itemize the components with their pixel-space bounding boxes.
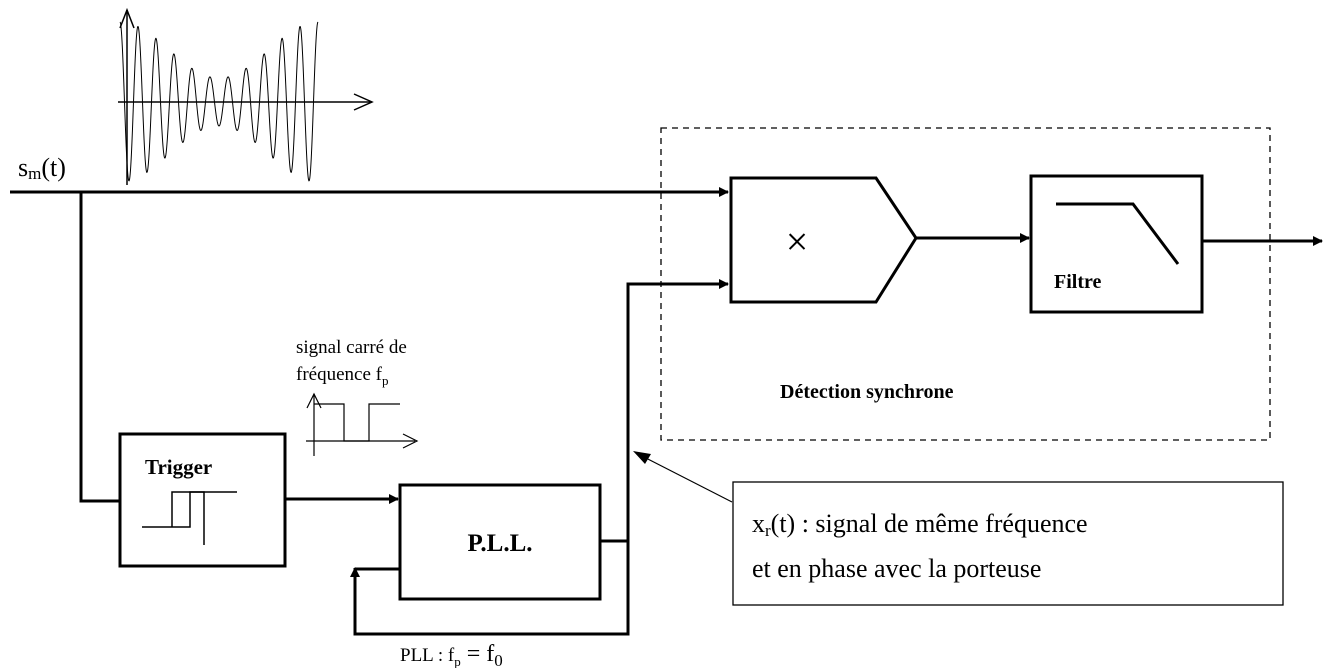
reference-note-box: [732, 481, 1284, 606]
square-wave: [314, 403, 400, 442]
filter-label: Filtre: [1054, 271, 1102, 293]
filter-box: [1029, 174, 1204, 314]
pll-feedback-loop: [350, 541, 630, 636]
square-signal-label-line2: fréquence fp: [296, 364, 388, 388]
sync-detection-region: [660, 127, 1271, 441]
am-waveform-plot: [118, 7, 374, 185]
filter-block: Filtre: [1029, 174, 1204, 314]
reference-note-line2: et en phase avec la porteuse: [752, 554, 1041, 583]
multiplier-symbol: ×: [786, 219, 809, 264]
input-signal-label: sm(t): [18, 153, 66, 183]
multiplier-shape: [729, 176, 918, 304]
trigger-branch-wire: [79, 192, 120, 503]
pll-block: P.L.L.: [398, 483, 602, 601]
trigger-box: [118, 432, 287, 568]
lowpass-filter-icon: [1056, 202, 1180, 265]
square-signal-label-line1: signal carré de: [296, 337, 407, 358]
reference-annotation-pointer: [639, 454, 733, 503]
hysteresis-icon: [142, 491, 237, 528]
square-x-axis-arrowhead: [402, 433, 419, 449]
trigger-block: Trigger: [118, 432, 287, 568]
square-wave-plot: [306, 392, 419, 456]
waveform-y-axis-arrowhead: [119, 7, 135, 29]
reference-note-line1: xr(t) : signal de même fréquence: [752, 509, 1088, 540]
trigger-label: Trigger: [145, 455, 212, 479]
multiplier-block: ×: [729, 176, 918, 304]
pll-output-wire: [600, 279, 729, 543]
am-modulated-waveform: [119, 21, 319, 182]
square-y-axis-arrowhead: [306, 392, 322, 409]
reference-annotation-arrowhead: [633, 451, 651, 464]
sync-detection-label: Détection synchrone: [780, 381, 954, 403]
hysteresis-icon-right: [171, 491, 205, 545]
waveform-x-axis-arrowhead: [353, 93, 374, 111]
pll-condition: PLL : fp = f0: [400, 641, 503, 668]
pll-label: P.L.L.: [467, 530, 532, 557]
